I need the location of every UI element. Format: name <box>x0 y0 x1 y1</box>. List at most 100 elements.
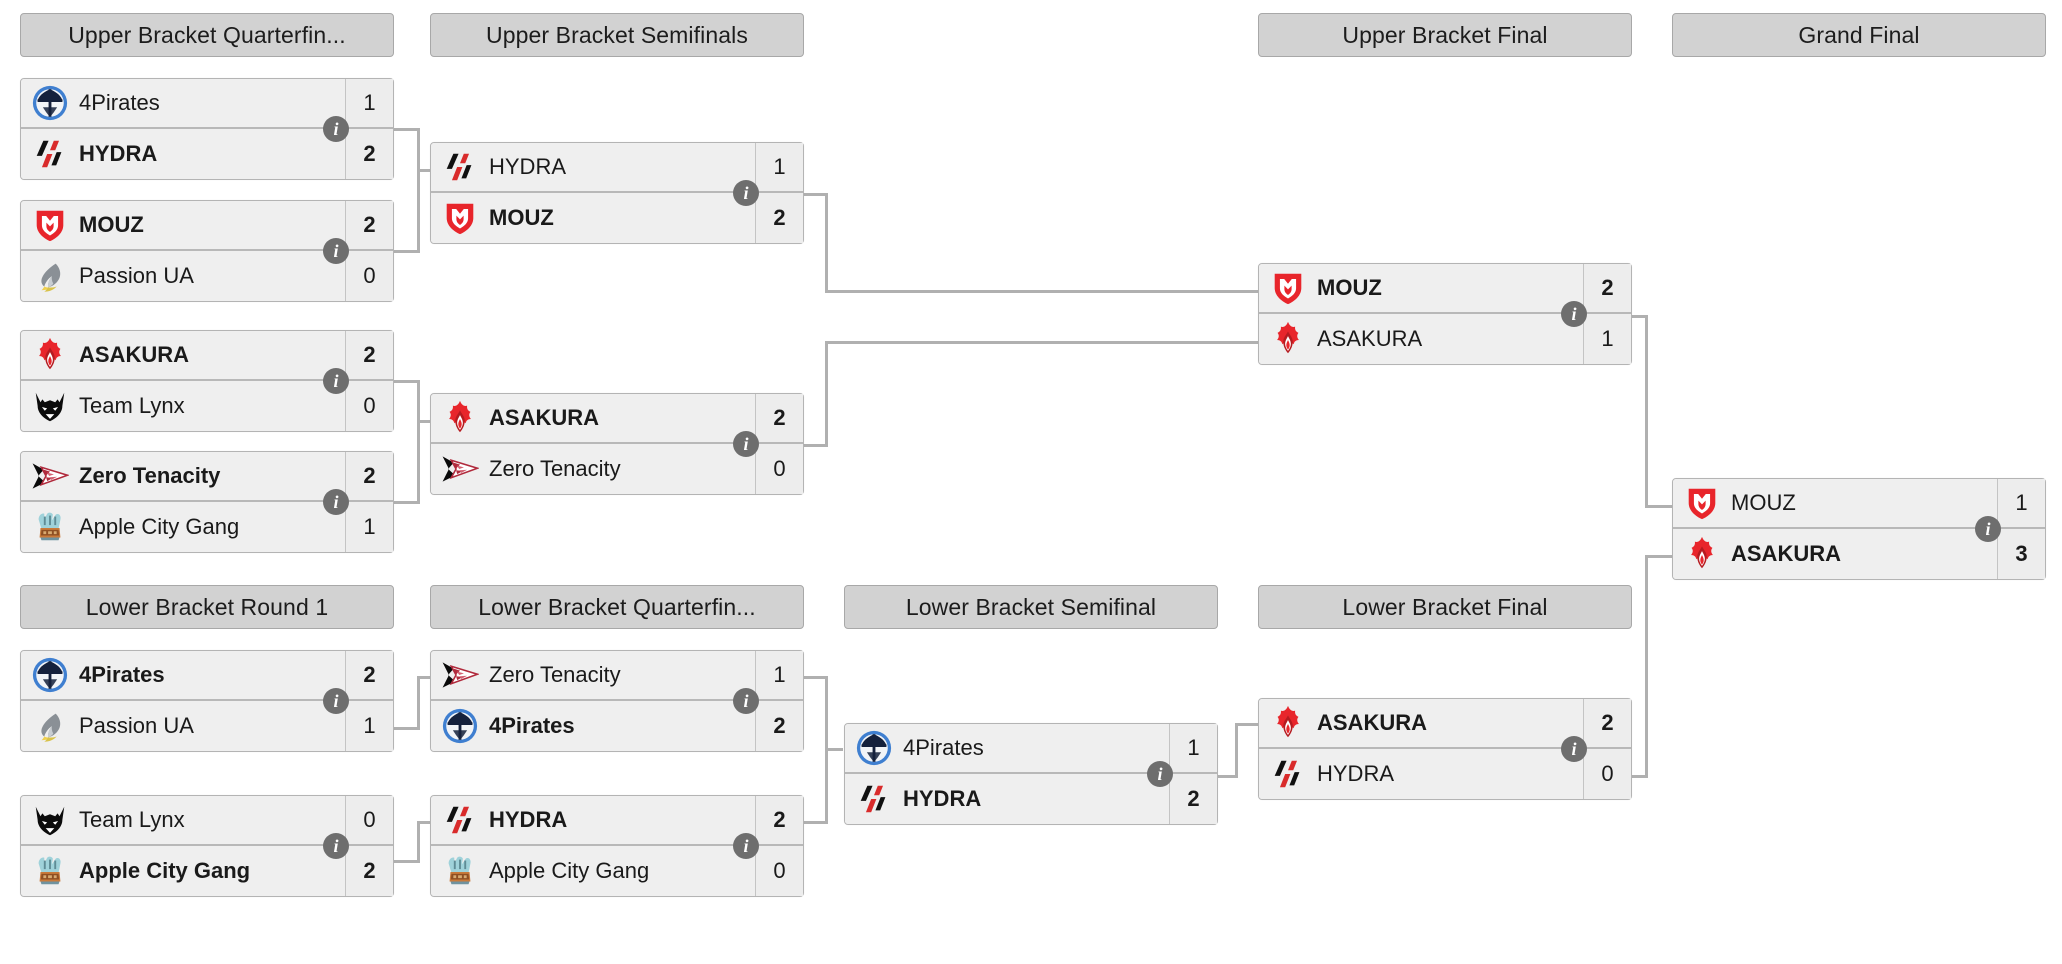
connector-line <box>825 193 828 293</box>
team-logo-4pirates-icon <box>431 701 489 751</box>
team-logo-lynx-icon <box>21 795 79 845</box>
connector-line <box>392 860 420 863</box>
team-logo-asakura-icon <box>1673 529 1731 579</box>
match-info-icon[interactable]: i <box>733 688 759 714</box>
round-header-lower-bracket-quarterfinals[interactable]: Lower Bracket Quarterfin... <box>430 585 804 629</box>
team-logo-mouz-icon <box>21 200 79 250</box>
match-info-icon[interactable]: i <box>1561 301 1587 327</box>
team-logo-hydra-icon <box>845 774 903 824</box>
team-logo-mouz-icon <box>1259 263 1317 313</box>
team-score: 2 <box>345 129 393 179</box>
team-score: 2 <box>1169 774 1217 824</box>
team-name: 4Pirates <box>903 735 984 760</box>
connector-line <box>1210 775 1238 778</box>
team-name: Apple City Gang <box>489 858 650 883</box>
round-header-upper-bracket-final[interactable]: Upper Bracket Final <box>1258 13 1632 57</box>
team-logo-apple-icon <box>21 502 79 552</box>
team-logo-4pirates-icon <box>845 723 903 773</box>
match-info-icon[interactable]: i <box>733 180 759 206</box>
team-score: 0 <box>755 846 803 896</box>
team-logo-hydra-icon <box>431 142 489 192</box>
match-info-icon[interactable]: i <box>323 489 349 515</box>
team-name: 4Pirates <box>79 90 160 115</box>
connector-line <box>392 727 420 730</box>
team-score: 2 <box>345 651 393 699</box>
team-score: 0 <box>1583 749 1631 799</box>
team-logo-zero-icon <box>21 451 79 501</box>
match-info-icon[interactable]: i <box>733 431 759 457</box>
match-info-icon[interactable]: i <box>1561 736 1587 762</box>
match-info-icon[interactable]: i <box>323 238 349 264</box>
team-logo-4pirates-icon <box>21 78 79 128</box>
team-name: Zero Tenacity <box>79 463 221 488</box>
round-header-upper-bracket-quarterfinals[interactable]: Upper Bracket Quarterfin... <box>20 13 394 57</box>
team-logo-4pirates-icon <box>21 650 79 700</box>
match-info-icon[interactable]: i <box>323 116 349 142</box>
team-score: 1 <box>345 79 393 127</box>
round-header-lower-bracket-semifinal[interactable]: Lower Bracket Semifinal <box>844 585 1218 629</box>
team-logo-passionua-icon <box>21 701 79 751</box>
connector-line <box>800 821 828 824</box>
team-name: HYDRA <box>1317 761 1395 786</box>
team-logo-asakura-icon <box>431 393 489 443</box>
connector-line <box>800 444 828 447</box>
connector-line <box>392 250 420 253</box>
team-score: 0 <box>755 444 803 494</box>
round-header-lower-bracket-final[interactable]: Lower Bracket Final <box>1258 585 1632 629</box>
team-logo-zero-icon <box>431 650 489 700</box>
connector-line <box>1645 555 1675 558</box>
round-header-upper-bracket-semifinals[interactable]: Upper Bracket Semifinals <box>430 13 804 57</box>
team-name: Zero Tenacity <box>489 662 621 687</box>
connector-line <box>825 341 1260 344</box>
match-info-icon[interactable]: i <box>1147 761 1173 787</box>
round-header-label: Upper Bracket Final <box>1342 21 1548 48</box>
team-score: 0 <box>345 381 393 431</box>
team-score: 3 <box>1997 529 2045 579</box>
round-header-lower-bracket-round-1[interactable]: Lower Bracket Round 1 <box>20 585 394 629</box>
connector-line <box>1235 723 1260 726</box>
match-info-icon[interactable]: i <box>323 368 349 394</box>
team-score: 2 <box>755 394 803 442</box>
team-logo-zero-icon <box>431 444 489 494</box>
team-score: 0 <box>345 251 393 301</box>
connector-line <box>1620 315 1648 318</box>
team-logo-passionua-icon <box>21 251 79 301</box>
team-score: 2 <box>345 452 393 500</box>
connector-line <box>800 676 828 679</box>
round-header-grand-final[interactable]: Grand Final <box>1672 13 2046 57</box>
match-info-icon[interactable]: i <box>1975 516 2001 542</box>
team-name: HYDRA <box>489 807 568 832</box>
round-header-label: Grand Final <box>1798 21 1920 48</box>
match-info-icon[interactable]: i <box>733 833 759 859</box>
round-header-label: Lower Bracket Quarterfin... <box>478 593 756 620</box>
team-score: 1 <box>1583 314 1631 364</box>
round-header-label: Lower Bracket Round 1 <box>85 593 329 620</box>
connector-line <box>1645 315 1648 508</box>
team-score: 2 <box>755 796 803 844</box>
match-info-icon[interactable]: i <box>323 833 349 859</box>
connector-line <box>417 677 420 729</box>
match-info-icon[interactable]: i <box>323 688 349 714</box>
